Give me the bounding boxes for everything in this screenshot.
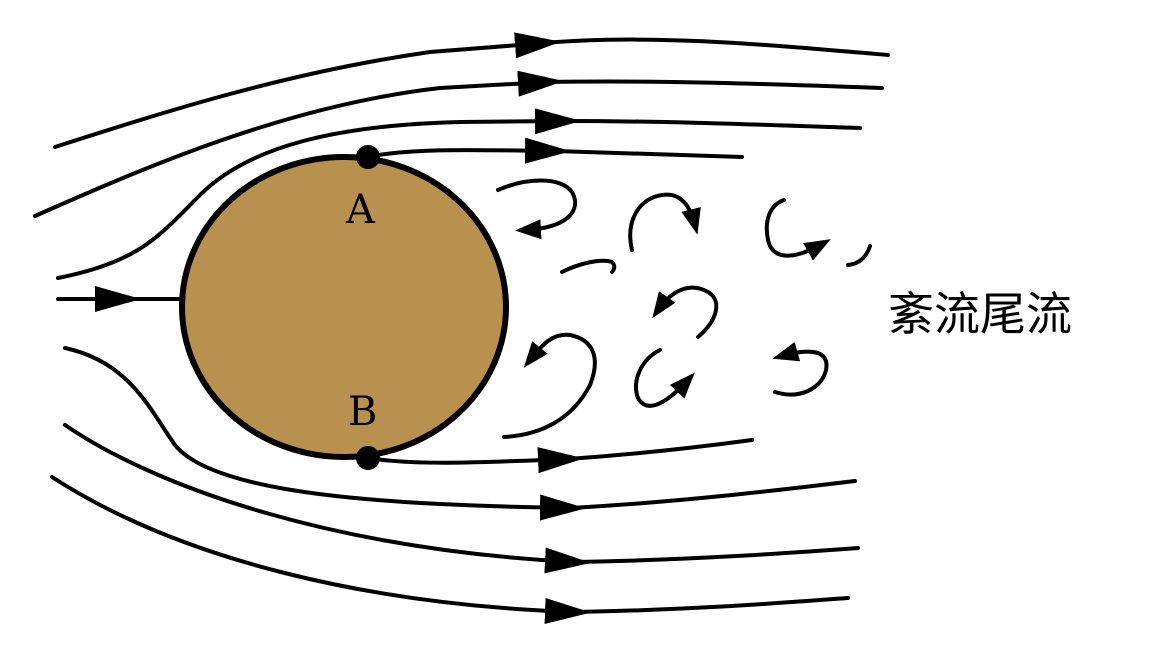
wake-label: 紊流尾流 [888, 287, 1072, 341]
point-a-label: A [345, 187, 376, 233]
wake-eddies [496, 178, 872, 439]
streamline-lower-1 [366, 447, 584, 474]
streamline-upper-2 [33, 70, 564, 218]
streamline-upper-4-tail [553, 149, 744, 159]
streamline-lower-4 [50, 475, 591, 624]
streamline-upper-2-tail [546, 79, 884, 90]
streamline-upper-1-tail [543, 37, 890, 57]
point-a-marker [356, 145, 380, 169]
upper-streamlines [33, 32, 890, 280]
eddy-7 [502, 332, 597, 439]
streamline-lower-2 [63, 346, 586, 521]
cylinder [179, 154, 509, 460]
lower-streamlines [50, 346, 860, 624]
streamline-upper-4 [366, 137, 571, 164]
streamline-lower-2-tail [568, 479, 857, 510]
streamline-lower-4-tail [573, 596, 850, 614]
eddy-6 [652, 285, 719, 339]
streamline-lower-3-tail [573, 546, 860, 564]
eddy-4 [764, 198, 831, 261]
eddy-3 [560, 258, 617, 274]
point-b-marker [356, 446, 380, 470]
streamline-lower-1-tail [566, 438, 754, 461]
eddy-1 [496, 178, 578, 240]
eddy-5 [846, 244, 872, 267]
eddy-9 [772, 341, 829, 397]
streamline-upper-3 [56, 108, 581, 280]
eddy-8 [634, 348, 695, 408]
streamline-upper-3-tail [563, 119, 862, 130]
eddy-2 [628, 192, 701, 252]
streamline-upper-1 [53, 32, 561, 149]
streamline-lower-3 [63, 423, 591, 574]
point-b-label: B [348, 389, 377, 435]
